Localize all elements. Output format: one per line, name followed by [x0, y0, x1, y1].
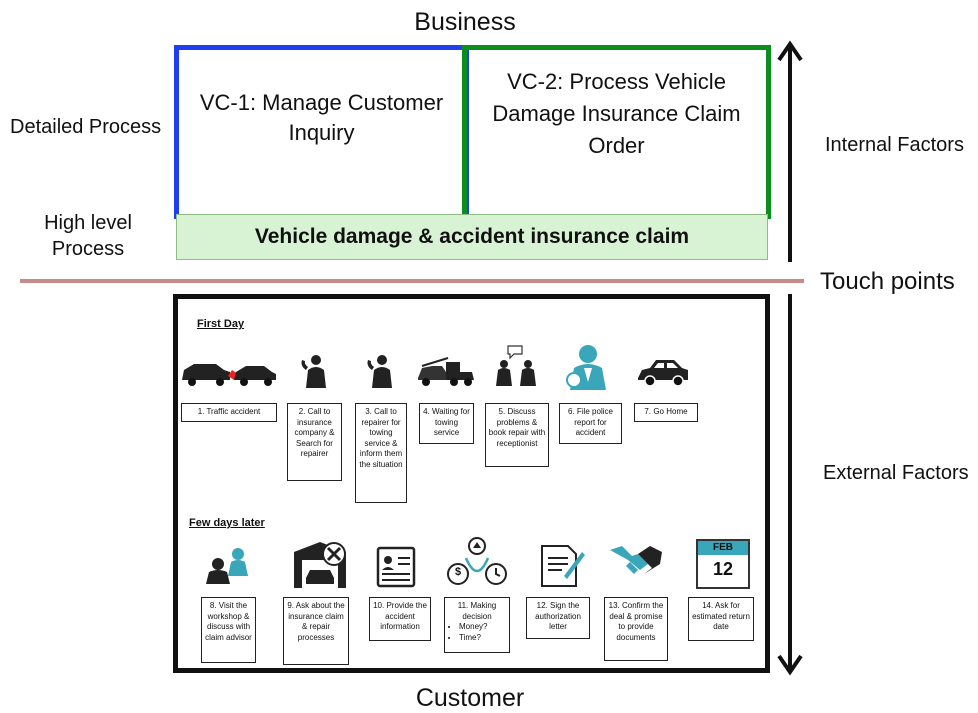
touch-points-divider	[20, 279, 804, 283]
car-icon	[638, 360, 688, 387]
step-8: 8. Visit the workshop & discuss with cla…	[201, 597, 256, 663]
step-7: 7. Go Home	[634, 403, 698, 422]
external-down-arrow	[777, 294, 803, 676]
step-9: 9. Ask about the insurance claim & repai…	[283, 597, 349, 665]
external-factors-label: External Factors	[823, 462, 969, 484]
step-2: 2. Call to insurance company & Search fo…	[287, 403, 342, 481]
high-level-bar: Vehicle damage & accident insurance clai…	[176, 214, 768, 260]
id-document-icon	[376, 546, 416, 588]
calendar-month: FEB	[698, 541, 748, 555]
step-1: 1. Traffic accident	[181, 403, 277, 422]
step-10: 10. Provide the accident information	[369, 597, 431, 641]
vc2-label: VC-2: Process Vehicle Damage Insurance C…	[492, 69, 741, 158]
discussion-icon	[496, 345, 536, 386]
step-6: 6. File police report for accident	[559, 403, 622, 444]
decision-money-time-icon	[447, 537, 507, 585]
dollar-icon: $	[454, 566, 462, 578]
step-11-list: Money? Time?	[447, 622, 507, 643]
tow-truck-icon	[418, 357, 474, 386]
step-3: 3. Call to repairer for towing service &…	[355, 403, 407, 503]
car-crash-icon	[182, 364, 276, 386]
phone-call-repairer-icon	[367, 355, 392, 388]
internal-up-arrow	[777, 40, 803, 262]
internal-factors-label: Internal Factors	[825, 134, 964, 156]
customer-label: Customer	[415, 684, 525, 712]
step-11-title: 11. Making decision	[457, 601, 497, 621]
step-13: 13. Confirm the deal & promise to provid…	[604, 597, 668, 661]
step-11: 11. Making decision Money? Time?	[444, 597, 510, 653]
touch-points-box	[173, 294, 770, 673]
decision-time: Time?	[459, 633, 507, 644]
business-label: Business	[414, 8, 516, 36]
detailed-process-label: Detailed Process	[10, 116, 162, 138]
calendar-icon: FEB 12	[696, 539, 750, 589]
vc2-box: VC-2: Process Vehicle Damage Insurance C…	[462, 45, 771, 219]
vc1-label: VC-1: Manage Customer Inquiry	[199, 90, 444, 145]
first-day-title: First Day	[197, 318, 245, 330]
repair-garage-icon	[294, 542, 346, 588]
calendar-day: 12	[712, 559, 734, 579]
phone-call-icon	[301, 355, 326, 388]
workshop-meeting-icon	[206, 548, 248, 584]
step-5: 5. Discuss problems & book repair with r…	[485, 403, 549, 467]
police-officer-icon	[566, 345, 606, 390]
step-4: 4. Waiting for towing service	[419, 403, 474, 444]
sign-letter-icon	[541, 545, 585, 587]
few-days-later-title: Few days later	[189, 517, 265, 529]
vc1-box: VC-1: Manage Customer Inquiry	[174, 45, 469, 219]
handshake-icon	[610, 546, 662, 574]
touch-points-label: Touch points	[820, 268, 955, 295]
step-12: 12. Sign the authorization letter	[526, 597, 590, 639]
decision-money: Money?	[459, 622, 507, 633]
step-14: 14. Ask for estimated return date	[688, 597, 754, 641]
high-level-process-label: High level Process	[44, 212, 132, 260]
